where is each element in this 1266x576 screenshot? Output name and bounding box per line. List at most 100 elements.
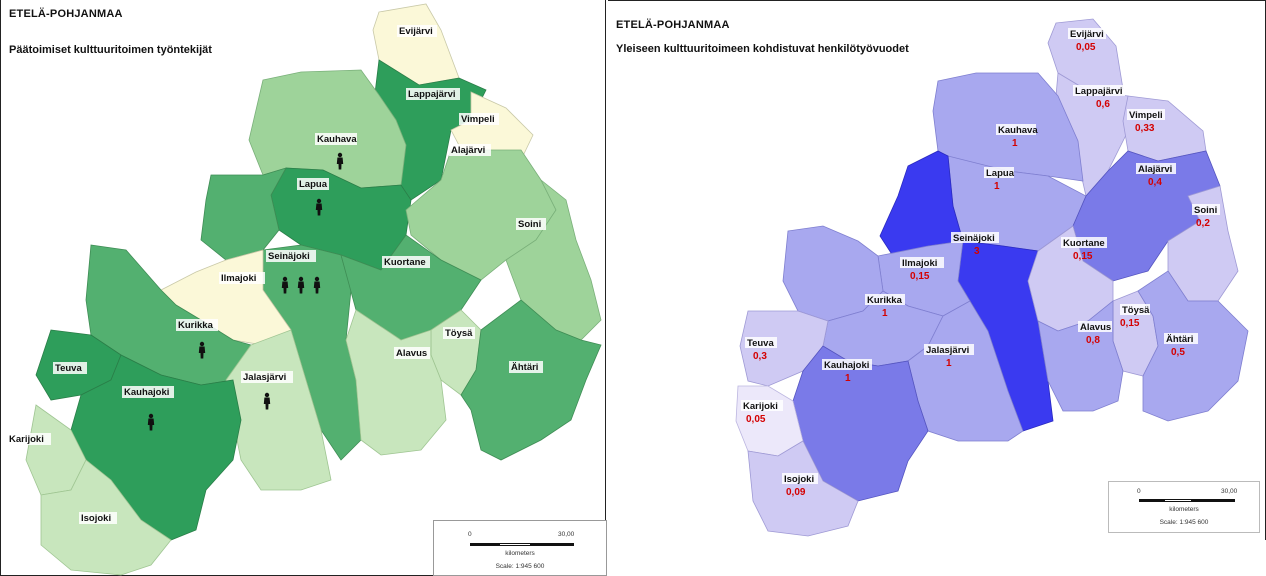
scale-tick-start: 0 (468, 531, 472, 538)
scale-text: Scale: 1:945 600 (1159, 519, 1209, 526)
region-isojoki (747, 440, 859, 537)
label-ilmajoki: Ilmajoki (219, 272, 265, 284)
label-kuortane: Kuortane (382, 256, 430, 268)
svg-text:1: 1 (882, 308, 888, 319)
svg-text:1: 1 (994, 181, 1000, 192)
map-panel-left: ETELÄ-POHJANMAA Päätoimiset kulttuuritoi… (0, 0, 607, 576)
scale-bar (1191, 499, 1235, 502)
label-toysa: Töysä 0,15 (1120, 304, 1150, 329)
svg-text:Kauhava: Kauhava (317, 134, 357, 145)
svg-text:Teuva: Teuva (55, 363, 82, 374)
svg-text:1: 1 (845, 373, 851, 384)
label-toysa: Töysä (443, 327, 475, 339)
scale-tick-end: 30,00 (558, 531, 575, 538)
svg-text:Isojoki: Isojoki (784, 474, 814, 485)
svg-text:Lapua: Lapua (986, 168, 1015, 179)
scale-tick-start: 0 (1137, 488, 1141, 495)
label-alavus: Alavus 0,8 (1078, 321, 1112, 346)
svg-text:Karijoki: Karijoki (9, 434, 44, 445)
label-kauhajoki: Kauhajoki (122, 386, 174, 398)
svg-text:Kuortane: Kuortane (384, 257, 426, 268)
scale-legend-right: 0 30,00 kilometers Scale: 1:945 600 (1108, 481, 1260, 533)
svg-text:Lappajärvi: Lappajärvi (408, 89, 456, 100)
label-seinajoki: Seinäjoki 3 (951, 232, 999, 257)
scale-legend-left: 0 30,00 kilometers Scale: 1:945 600 (433, 520, 607, 576)
svg-text:0,8: 0,8 (1086, 335, 1100, 346)
map-title-right: ETELÄ-POHJANMAA (616, 19, 730, 31)
svg-text:Kauhajoki: Kauhajoki (824, 360, 869, 371)
svg-text:1: 1 (1012, 138, 1018, 149)
map-subtitle-right: Yleiseen kulttuuritoimeen kohdistuvat he… (616, 43, 909, 55)
svg-text:3: 3 (974, 246, 980, 257)
svg-text:Seinäjoki: Seinäjoki (953, 233, 995, 244)
svg-text:Vimpeli: Vimpeli (461, 114, 495, 125)
svg-text:Kurikka: Kurikka (178, 320, 214, 331)
map-panel-right: ETELÄ-POHJANMAA Yleiseen kulttuuritoimee… (608, 0, 1266, 540)
svg-text:Soini: Soini (1194, 205, 1217, 216)
scale-bar (1139, 499, 1165, 502)
region-alavus (345, 309, 447, 456)
svg-text:Seinäjoki: Seinäjoki (268, 251, 310, 262)
svg-text:0,15: 0,15 (910, 271, 930, 282)
svg-text:Alajärvi: Alajärvi (451, 145, 485, 156)
svg-text:Alajärvi: Alajärvi (1138, 164, 1172, 175)
label-teuva: Teuva (53, 362, 87, 374)
scale-bar (1165, 499, 1191, 502)
label-isojoki: Isojoki 0,09 (782, 473, 818, 498)
svg-text:0,15: 0,15 (1120, 318, 1140, 329)
svg-text:Jalasjärvi: Jalasjärvi (243, 372, 286, 383)
label-jalasjarvi: Jalasjärvi 1 (924, 344, 974, 369)
scale-unit: kilometers (505, 550, 535, 557)
region-ahtari (460, 299, 602, 461)
scale-unit: kilometers (1169, 506, 1199, 513)
svg-text:Jalasjärvi: Jalasjärvi (926, 345, 969, 356)
label-alajarvi: Alajärvi (449, 144, 491, 156)
scale-tick-end: 30,00 (1221, 488, 1238, 495)
svg-text:Soini: Soini (518, 219, 541, 230)
svg-text:0,09: 0,09 (786, 487, 806, 498)
region-ahtari (1137, 270, 1249, 422)
svg-text:0,2: 0,2 (1196, 218, 1210, 229)
label-ahtari: Ähtäri (509, 361, 543, 373)
label-kauhava: Kauhava (315, 133, 357, 145)
svg-text:Evijärvi: Evijärvi (1070, 29, 1104, 40)
svg-text:0,6: 0,6 (1096, 99, 1110, 110)
svg-text:Vimpeli: Vimpeli (1129, 110, 1163, 121)
svg-text:Alavus: Alavus (1080, 322, 1111, 333)
svg-text:Karijoki: Karijoki (743, 401, 778, 412)
svg-text:Ilmajoki: Ilmajoki (221, 273, 256, 284)
scale-bar (470, 543, 500, 546)
region-northwest-fill (200, 167, 287, 261)
map-left: Evijärvi Lappajärvi Vimpeli Kauhava Lapu… (7, 3, 602, 576)
map-title-left: ETELÄ-POHJANMAA (9, 8, 123, 20)
scale-bar (500, 543, 530, 546)
svg-text:0,33: 0,33 (1135, 123, 1155, 134)
svg-text:0,3: 0,3 (753, 351, 767, 362)
label-kauhajoki: Kauhajoki 1 (822, 359, 872, 384)
svg-text:Teuva: Teuva (747, 338, 774, 349)
svg-text:1: 1 (946, 358, 952, 369)
svg-text:0,15: 0,15 (1073, 251, 1093, 262)
svg-text:0,05: 0,05 (746, 414, 766, 425)
svg-text:Isojoki: Isojoki (81, 513, 111, 524)
svg-text:Kauhajoki: Kauhajoki (124, 387, 169, 398)
svg-text:Alavus: Alavus (396, 348, 427, 359)
svg-text:Töysä: Töysä (1122, 305, 1150, 316)
label-evijarvi: Evijärvi 0,05 (1068, 28, 1106, 53)
label-isojoki: Isojoki (79, 512, 117, 524)
svg-text:0,05: 0,05 (1076, 42, 1096, 53)
label-vimpeli: Vimpeli (459, 113, 499, 125)
label-lapua: Lapua (297, 178, 329, 190)
scale-text: Scale: 1:945 600 (495, 563, 545, 570)
svg-text:Ähtäri: Ähtäri (1166, 334, 1193, 345)
label-kurikka: Kurikka (176, 319, 218, 331)
label-teuva: Teuva 0,3 (745, 337, 777, 362)
